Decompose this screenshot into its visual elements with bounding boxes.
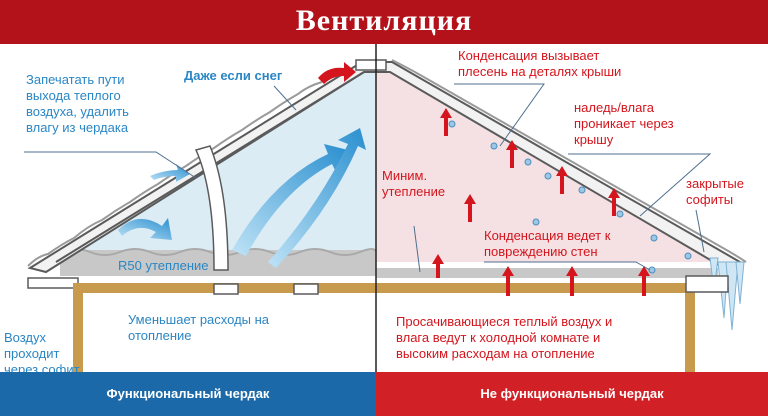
wall-damage-line-1: Конденсация ведет к xyxy=(484,228,611,243)
page-title: Вентиляция xyxy=(295,4,473,37)
seal-exits-label: Запечатать пути выхода теплого воздуха, … xyxy=(26,72,129,136)
soffit-air-line-1: Воздух xyxy=(4,330,47,345)
airflow-arrows xyxy=(118,128,366,268)
closed-soffits-line-2: софиты xyxy=(686,192,734,207)
ceiling-vent-left xyxy=(213,283,239,295)
closed-soffits-line-1: закрытые xyxy=(686,176,744,191)
ice-moisture-label: наледь/влага проникает через крышу xyxy=(574,100,674,148)
snow-label: Даже если снег xyxy=(184,68,283,83)
footer-functional-attic-label: Функциональный чердак xyxy=(106,386,270,401)
min-insulation-line-1: Миним. xyxy=(382,168,428,183)
ice-moisture-line-1: наледь/влага xyxy=(574,100,655,115)
closed-soffits-label: закрытые софиты xyxy=(686,176,744,208)
warm-air-leak-label: Просачивающиеся теплый воздух и влага ве… xyxy=(396,314,612,362)
soffit-air-label: Воздух проходит через софит xyxy=(4,330,80,378)
warm-air-leak-line-1: Просачивающиеся теплый воздух и xyxy=(396,314,613,329)
insulation-label: R50 утепление xyxy=(118,258,209,273)
insulation-thin xyxy=(376,268,718,278)
seal-line-3: воздуха, удалить xyxy=(26,104,129,119)
warm-air-leak-line-3: высоким расходам на отопление xyxy=(396,346,595,361)
ridge-vent xyxy=(355,59,387,71)
snow-right xyxy=(391,59,747,263)
exhaust-arrow xyxy=(318,62,356,84)
min-insulation-line-2: утепление xyxy=(382,184,446,199)
callout-lines xyxy=(24,83,712,273)
seal-line-4: влагу из чердака xyxy=(26,120,129,135)
icicles xyxy=(709,257,745,331)
ice-moisture-line-3: крышу xyxy=(574,132,614,147)
footer-nonfunctional-attic-label: Не функциональный чердак xyxy=(480,386,664,401)
seal-line-1: Запечатать пути xyxy=(26,72,125,87)
soffit-air-line-2: проходит xyxy=(4,346,60,361)
soffit-vent xyxy=(27,277,79,289)
min-insulation-label: Миним. утепление xyxy=(382,168,445,200)
right-eave xyxy=(685,275,729,293)
ceiling-vent-right xyxy=(293,283,319,295)
ice-moisture-line-2: проникает через xyxy=(574,116,674,131)
warm-air-leak-line-2: влага ведут к холодной комнате и xyxy=(396,330,601,345)
heat-arrows xyxy=(432,108,650,296)
title-bar xyxy=(0,0,768,44)
footer-functional-attic: Функциональный чердак xyxy=(0,372,376,416)
wall-damage-line-2: повреждению стен xyxy=(484,244,598,259)
seal-line-2: выхода теплого xyxy=(26,88,121,103)
savings-label: Уменьшает расходы на отопление xyxy=(128,312,269,344)
vent-chute xyxy=(194,145,229,271)
condensation-drops xyxy=(448,120,692,274)
savings-line-1: Уменьшает расходы на xyxy=(128,312,270,327)
condensation-mold-label: Конденсация вызывает плесень на деталях … xyxy=(458,48,621,80)
savings-line-2: отопление xyxy=(128,328,192,343)
wall-damage-label: Конденсация ведет к повреждению стен xyxy=(484,228,610,260)
footer-nonfunctional-attic: Не функциональный чердак xyxy=(376,372,768,416)
condensation-mold-line-1: Конденсация вызывает xyxy=(458,48,600,63)
condensation-mold-line-2: плесень на деталях крыши xyxy=(458,64,622,79)
house-wall-left xyxy=(73,283,376,372)
